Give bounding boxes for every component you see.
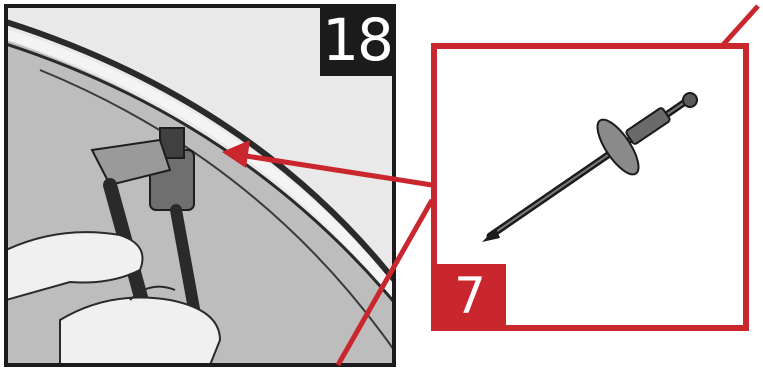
- part-number-badge: 7: [434, 264, 506, 328]
- callout-leader-top: [722, 6, 758, 46]
- step-number-badge: 18: [320, 4, 394, 76]
